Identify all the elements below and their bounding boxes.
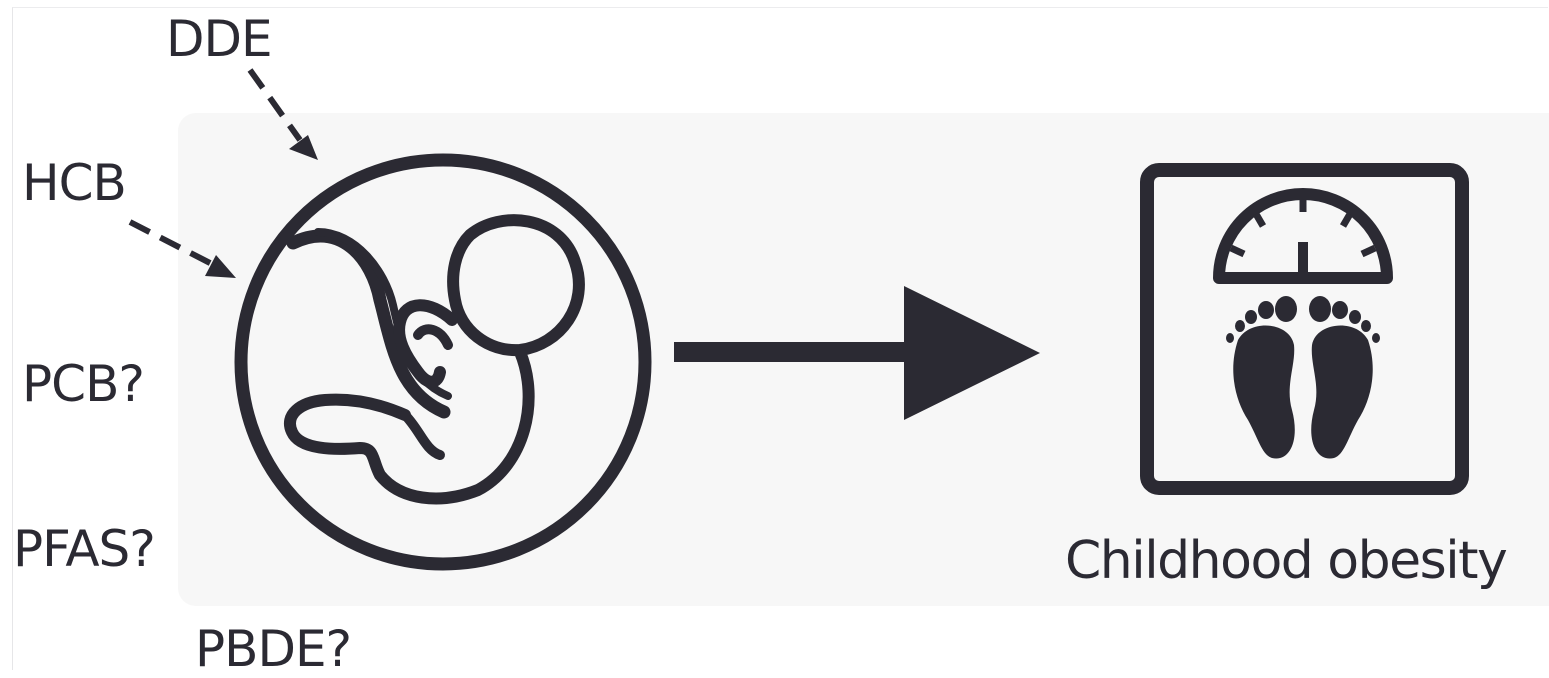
exposure-label-dde: DDE	[166, 14, 272, 64]
exposure-label-pfas: PFAS?	[13, 524, 155, 574]
exposure-label-pcb: PCB?	[22, 359, 144, 409]
left-footprint-icon	[1226, 296, 1297, 458]
fetus-in-womb-icon	[241, 160, 645, 564]
right-footprint-icon	[1309, 296, 1380, 458]
scale-dial-icon	[1219, 194, 1387, 278]
exposure-label-hcb: HCB	[22, 158, 126, 208]
bathroom-scale-icon	[1147, 170, 1462, 488]
hcb-dashed-arrow	[130, 222, 236, 278]
right-arrow-icon	[674, 286, 1040, 420]
exposure-label-pbde: PBDE?	[195, 624, 351, 674]
outcome-label: Childhood obesity	[1065, 535, 1506, 587]
dde-dashed-arrow	[250, 70, 318, 160]
